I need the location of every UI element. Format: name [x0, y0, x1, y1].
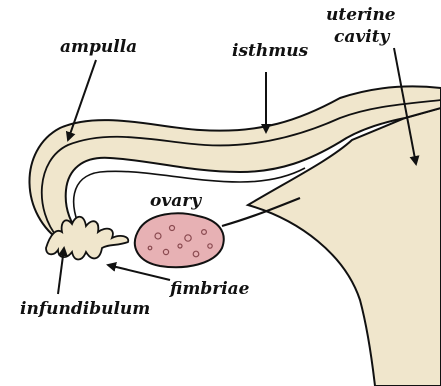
label-uterine: uterine — [326, 5, 396, 25]
ovary — [135, 213, 224, 267]
label-infundibulum: infundibulum — [20, 299, 150, 319]
label-ovary: ovary — [150, 191, 202, 211]
label-ampulla: ampulla — [60, 37, 137, 57]
label-fimbriae: fimbriae — [169, 279, 250, 299]
label-isthmus: isthmus — [232, 41, 309, 61]
fimbriae-arrow — [108, 265, 170, 280]
label-cavity: cavity — [334, 27, 391, 47]
